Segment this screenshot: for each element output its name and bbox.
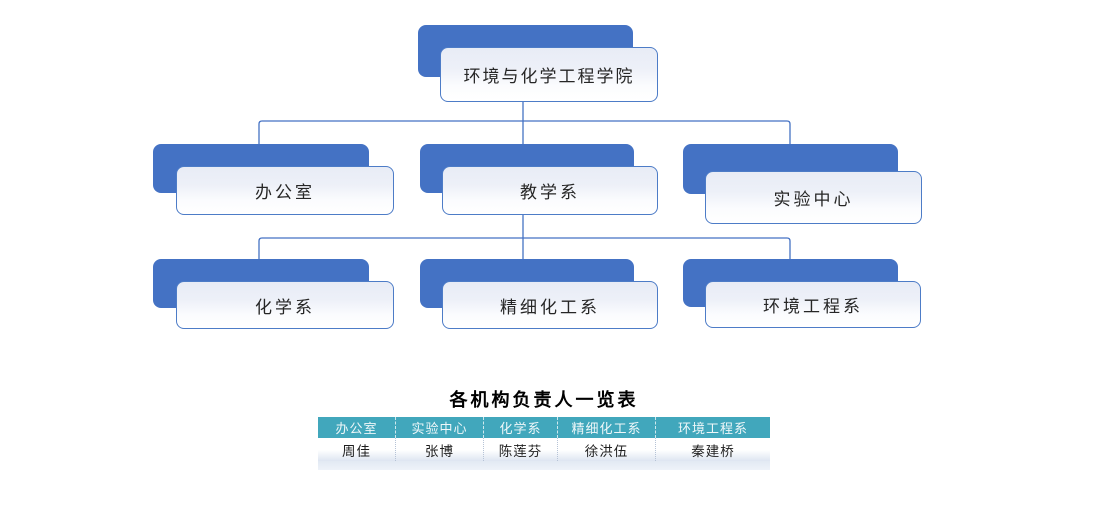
org-node-chemistry-dept-box: 化学系: [176, 281, 394, 329]
org-node-college-label: 环境与化学工程学院: [463, 67, 635, 86]
roster-header-experiment-center: 实验中心: [395, 417, 483, 438]
roster-cell-chemistry-dept-head: 陈莲芬: [483, 438, 557, 461]
org-node-chemistry-dept-label: 化学系: [255, 297, 315, 317]
roster-header-chemistry-dept: 化学系: [483, 417, 557, 438]
roster-cell-fine-chemical-dept-head: 徐洪伍: [557, 438, 655, 461]
org-node-teaching-dept-label: 教学系: [520, 183, 580, 202]
org-node-environmental-engineering-dept-box: 环境工程系: [705, 281, 921, 328]
org-node-fine-chemical-dept-box: 精细化工系: [442, 281, 658, 329]
org-node-experiment-center-box: 实验中心: [705, 171, 922, 224]
roster-table: 办公室 实验中心 化学系 精细化工系 环境工程系 周佳 张博 陈莲芬 徐洪伍 秦…: [318, 417, 770, 470]
org-node-office-label: 办公室: [255, 183, 315, 202]
roster-header-fine-chemical-dept: 精细化工系: [557, 417, 655, 438]
roster-header-office: 办公室: [335, 421, 378, 436]
org-node-college-box: 环境与化学工程学院: [440, 47, 658, 102]
roster-cell-environmental-engineering-dept-head: 秦建桥: [655, 438, 770, 461]
org-node-teaching-dept-box: 教学系: [442, 166, 658, 215]
org-node-fine-chemical-dept-label: 精细化工系: [500, 297, 600, 317]
org-node-experiment-center-label: 实验中心: [773, 190, 854, 209]
roster-table-bottom-strip: [318, 461, 770, 470]
connector-level2-bracket: [258, 120, 791, 146]
org-node-office-box: 办公室: [176, 166, 394, 215]
roster-table-header-row: 办公室 实验中心 化学系 精细化工系 环境工程系: [318, 417, 770, 438]
roster-table-data-row: 周佳 张博 陈莲芬 徐洪伍 秦建桥: [318, 438, 770, 461]
org-node-environmental-engineering-dept-label: 环境工程系: [763, 297, 863, 316]
roster-cell-experiment-center-head: 张博: [395, 438, 483, 461]
roster-table-title: 各机构负责人一览表: [449, 390, 639, 410]
roster-cell-office-head: 周佳: [342, 443, 371, 459]
connector-level3-bracket: [258, 237, 791, 260]
roster-header-environmental-engineering-dept: 环境工程系: [655, 417, 770, 438]
